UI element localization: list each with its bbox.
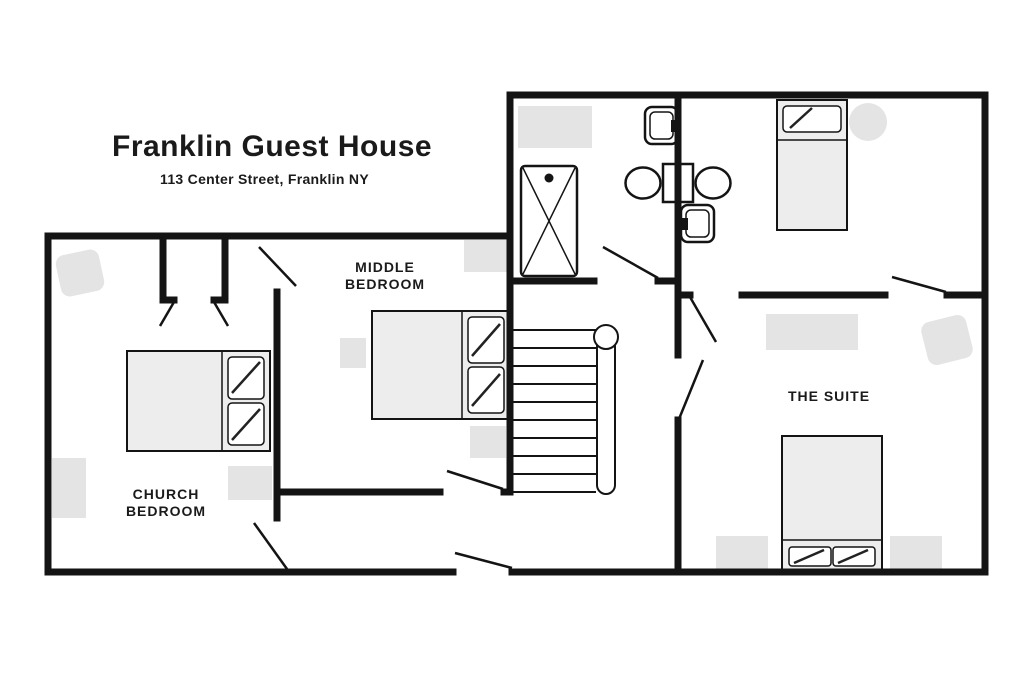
suite-door <box>677 359 705 420</box>
sink-left <box>643 105 680 146</box>
shower-cross <box>522 167 576 275</box>
furniture-armchair-church <box>55 249 105 297</box>
stair-treads <box>513 329 596 493</box>
bed-top-right-bedroom <box>776 99 848 231</box>
toilet-bowl <box>624 166 662 200</box>
labels-layer: Franklin Guest House 113 Center Street, … <box>112 130 870 519</box>
sink-right <box>679 203 716 244</box>
sink-faucet <box>682 218 688 230</box>
entry-door <box>454 551 513 570</box>
church-bedroom-door <box>252 522 289 570</box>
soft-furniture-layer <box>52 103 973 570</box>
furniture-dresser-church <box>52 458 86 518</box>
furniture-dresser-middle <box>464 240 508 272</box>
room-label-suite: THE SUITE <box>788 388 870 404</box>
pillow-crease <box>837 548 869 565</box>
room-label-church-bedroom-line2: BEDROOM <box>126 503 206 519</box>
bath-mat <box>518 106 592 148</box>
furniture-armchair-suite <box>921 314 973 366</box>
rug-suite-left <box>716 536 768 570</box>
closet-door-right <box>212 301 230 327</box>
sink-faucet <box>671 120 677 132</box>
toilet-right <box>678 162 732 204</box>
pillow-crease <box>471 373 501 407</box>
bed-middle-bedroom <box>371 310 511 420</box>
closet-door-left <box>158 301 176 327</box>
pillow-crease <box>793 548 825 565</box>
pillow <box>782 105 842 133</box>
walls-layer <box>44 91 989 576</box>
pillow-crease <box>231 408 261 441</box>
pillow-crease <box>471 323 501 357</box>
room-label-church-bedroom-line1: CHURCH <box>133 486 200 502</box>
page-subtitle: 113 Center Street, Franklin NY <box>160 171 369 187</box>
room-label-middle-bedroom-line1: MIDDLE <box>355 259 415 275</box>
pillow-crease <box>231 361 261 394</box>
toilet-tank <box>678 162 695 204</box>
bed-church-bedroom <box>126 350 271 452</box>
closet-walls <box>159 232 229 304</box>
furniture-stool-bedroom <box>849 103 887 141</box>
middle-bedroom-hall-door <box>446 469 504 491</box>
rug-suite-right <box>890 536 942 570</box>
stair-banister <box>596 325 616 495</box>
stair-banister-volute <box>593 324 619 350</box>
suite-bedroom-door-right <box>891 275 947 294</box>
outer-walls <box>44 91 989 576</box>
toilet-bowl <box>694 166 732 200</box>
furniture-ottoman-church <box>228 466 272 500</box>
bathroom-door <box>602 245 659 280</box>
pillow-crease <box>789 107 813 129</box>
furniture-nightstand-middle <box>340 338 366 368</box>
middle-bedroom-door <box>258 246 297 287</box>
toilet-left <box>624 162 678 204</box>
furniture-bench-suite <box>766 314 858 350</box>
toilet-tank <box>661 162 678 204</box>
bed-suite <box>781 435 883 571</box>
room-label-middle-bedroom-line2: BEDROOM <box>345 276 425 292</box>
page-title: Franklin Guest House <box>112 130 432 163</box>
furniture-bench-middle <box>470 426 506 458</box>
shower <box>519 164 579 278</box>
shower-drain <box>544 173 554 183</box>
doors-layer <box>158 245 947 570</box>
suite-bedroom-door-left <box>688 296 718 343</box>
staircase <box>513 324 619 495</box>
